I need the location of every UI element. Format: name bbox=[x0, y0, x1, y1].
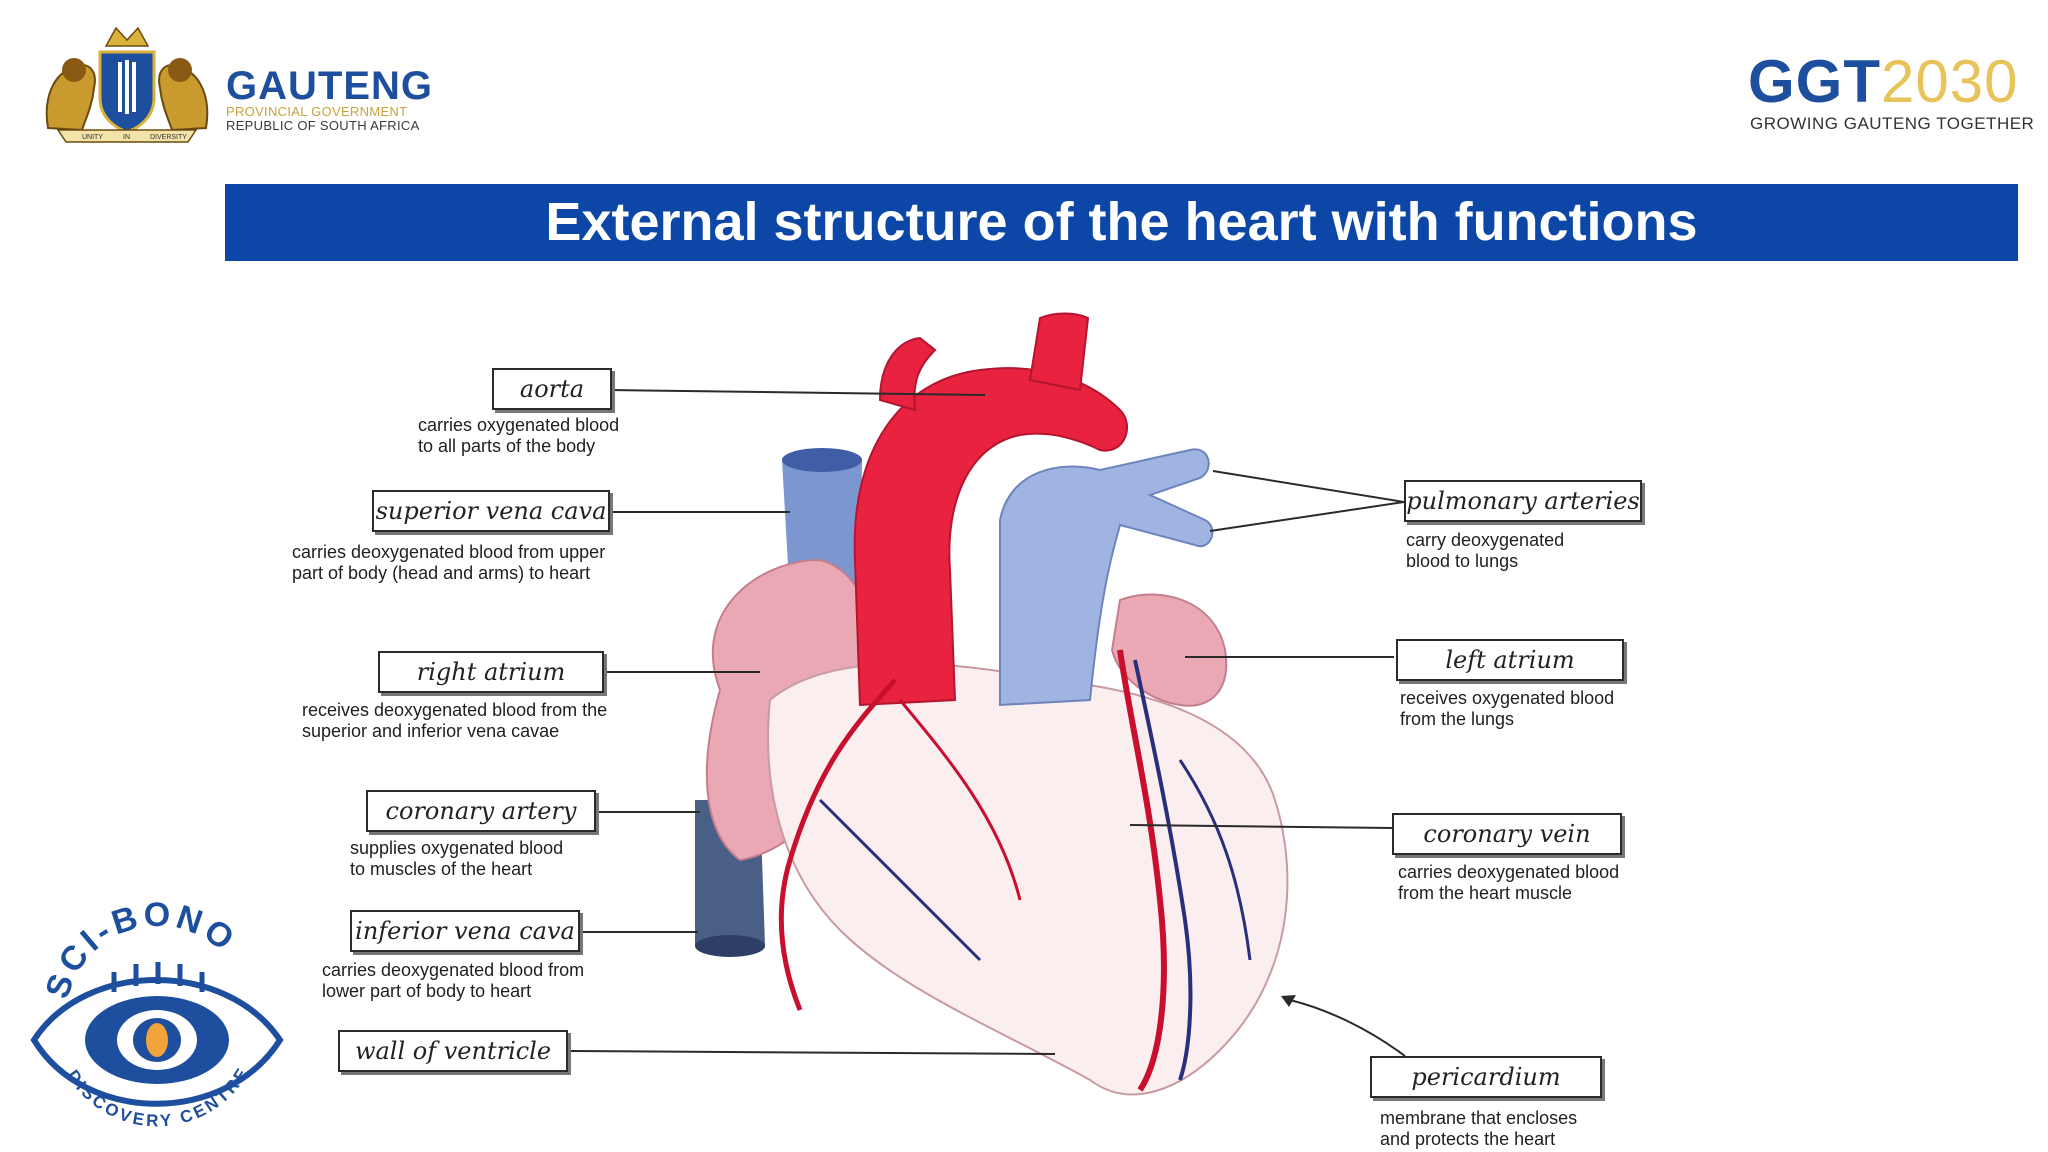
crest-diversity-text: DIVERSITY bbox=[150, 134, 187, 141]
label-pericardium: pericardium bbox=[1370, 1056, 1602, 1098]
crest-in-text: IN bbox=[123, 134, 130, 141]
label-superior-vena-cava: superior vena cava bbox=[372, 490, 610, 532]
label-coronary-artery: coronary artery bbox=[366, 790, 596, 832]
ventricle-wall-shape bbox=[767, 662, 1289, 1096]
label-pulmonary-arteries: pulmonary arteries bbox=[1404, 480, 1642, 522]
crest-unity-text: UNITY bbox=[82, 134, 103, 141]
desc-aorta: carries oxygenated blood to all parts of… bbox=[418, 415, 620, 456]
label-left-atrium: left atrium bbox=[1396, 639, 1624, 681]
desc-coronary-vein: carries deoxygenated blood from the hear… bbox=[1398, 862, 1620, 903]
gauteng-name: GAUTENG bbox=[226, 64, 433, 108]
desc-superior-vena-cava: carries deoxygenated blood from upper pa… bbox=[292, 542, 606, 583]
superior-vena-cava-opening bbox=[782, 448, 862, 472]
coronary-artery-vessel-left bbox=[1117, 649, 1167, 1092]
aorta-branch-1 bbox=[878, 336, 937, 412]
desc-coronary-artery: supplies oxygenated blood to muscles of … bbox=[350, 838, 564, 879]
desc-left-atrium: receives oxygenated blood from the lungs bbox=[1400, 688, 1615, 729]
pulmonary-arteries-leader-1 bbox=[1212, 470, 1405, 503]
slide-title: External structure of the heart with fun… bbox=[225, 184, 2018, 261]
gauteng-subtitle-2: REPUBLIC OF SOUTH AFRICA bbox=[226, 118, 420, 133]
desc-inferior-vena-cava: carries deoxygenated blood from lower pa… bbox=[322, 960, 585, 1001]
label-inferior-vena-cava: inferior vena cava bbox=[350, 910, 580, 952]
label-coronary-vein: coronary vein bbox=[1392, 813, 1622, 855]
aorta-leader bbox=[609, 389, 986, 396]
ggt2030-logo: GGT2030 bbox=[1748, 52, 2018, 112]
gauteng-subtitle-1: PROVINCIAL GOVERNMENT bbox=[226, 104, 408, 119]
coronary-artery-vessel bbox=[778, 678, 897, 1011]
coronary-vein-vessel bbox=[1133, 659, 1193, 1081]
coronary-vein-leader bbox=[1129, 824, 1393, 829]
label-aorta: aorta bbox=[492, 368, 612, 410]
pericardium-arrowhead bbox=[1281, 995, 1296, 1007]
desc-pulmonary-arteries: carry deoxygenated blood to lungs bbox=[1406, 530, 1565, 571]
desc-right-atrium: receives deoxygenated blood from the sup… bbox=[302, 700, 608, 741]
coronary-branch bbox=[898, 699, 1022, 901]
eye-pupil-icon bbox=[146, 1023, 168, 1057]
eye-outline-icon bbox=[30, 977, 284, 1107]
pericardium-leader bbox=[1289, 999, 1406, 1057]
ggt-year: 2030 bbox=[1881, 48, 2019, 115]
wall-of-ventricle-leader bbox=[569, 1050, 1056, 1055]
eyelash-icon bbox=[111, 962, 205, 992]
ggt-prefix: GGT bbox=[1748, 48, 1881, 115]
label-right-atrium: right atrium bbox=[378, 651, 604, 693]
coronary-branch-vein-right bbox=[1178, 759, 1252, 961]
coronary-branch-vein bbox=[818, 798, 982, 962]
label-wall-of-ventricle: wall of ventricle bbox=[338, 1030, 568, 1072]
aorta-branch-2 bbox=[1028, 312, 1090, 392]
inferior-vena-cava-opening bbox=[695, 935, 765, 957]
pulmonary-arteries-leader-2 bbox=[1209, 501, 1405, 532]
desc-pericardium: membrane that encloses and protects the … bbox=[1380, 1108, 1578, 1149]
sci-bono-logo: SCI-BONO DISCOVERY CENTRE bbox=[26, 896, 288, 1136]
ggt-tagline: GROWING GAUTENG TOGETHER bbox=[1750, 114, 2035, 133]
gauteng-crest: UNITY IN DIVERSITY bbox=[38, 18, 216, 144]
pulmonary-artery-shape bbox=[999, 448, 1214, 707]
